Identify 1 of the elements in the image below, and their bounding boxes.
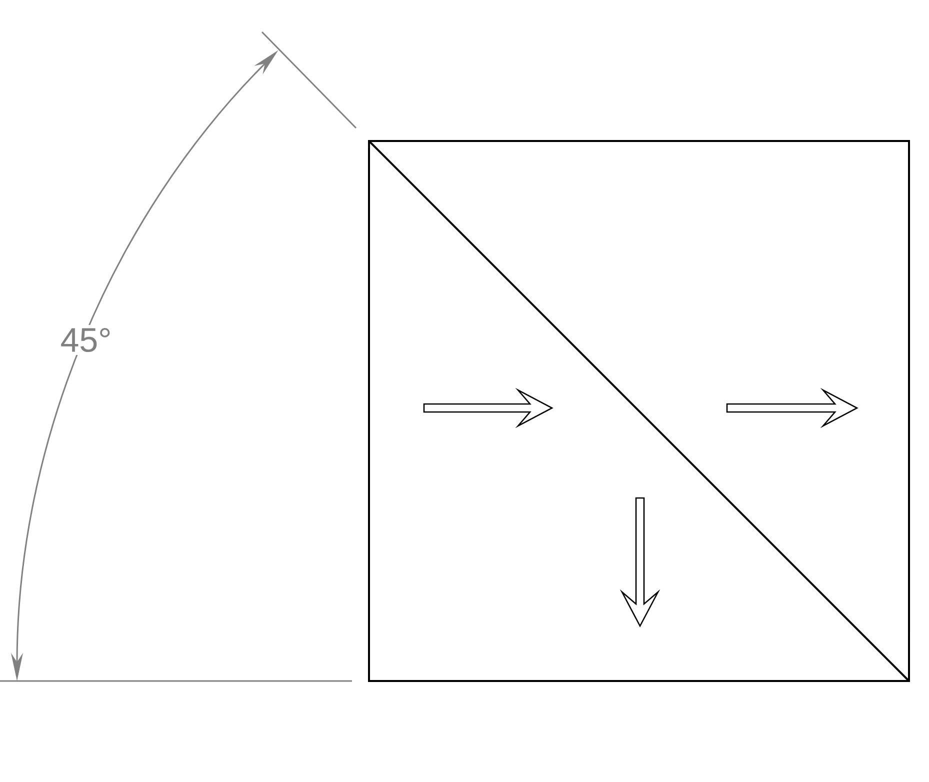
dimension-label: 45° xyxy=(57,324,115,356)
